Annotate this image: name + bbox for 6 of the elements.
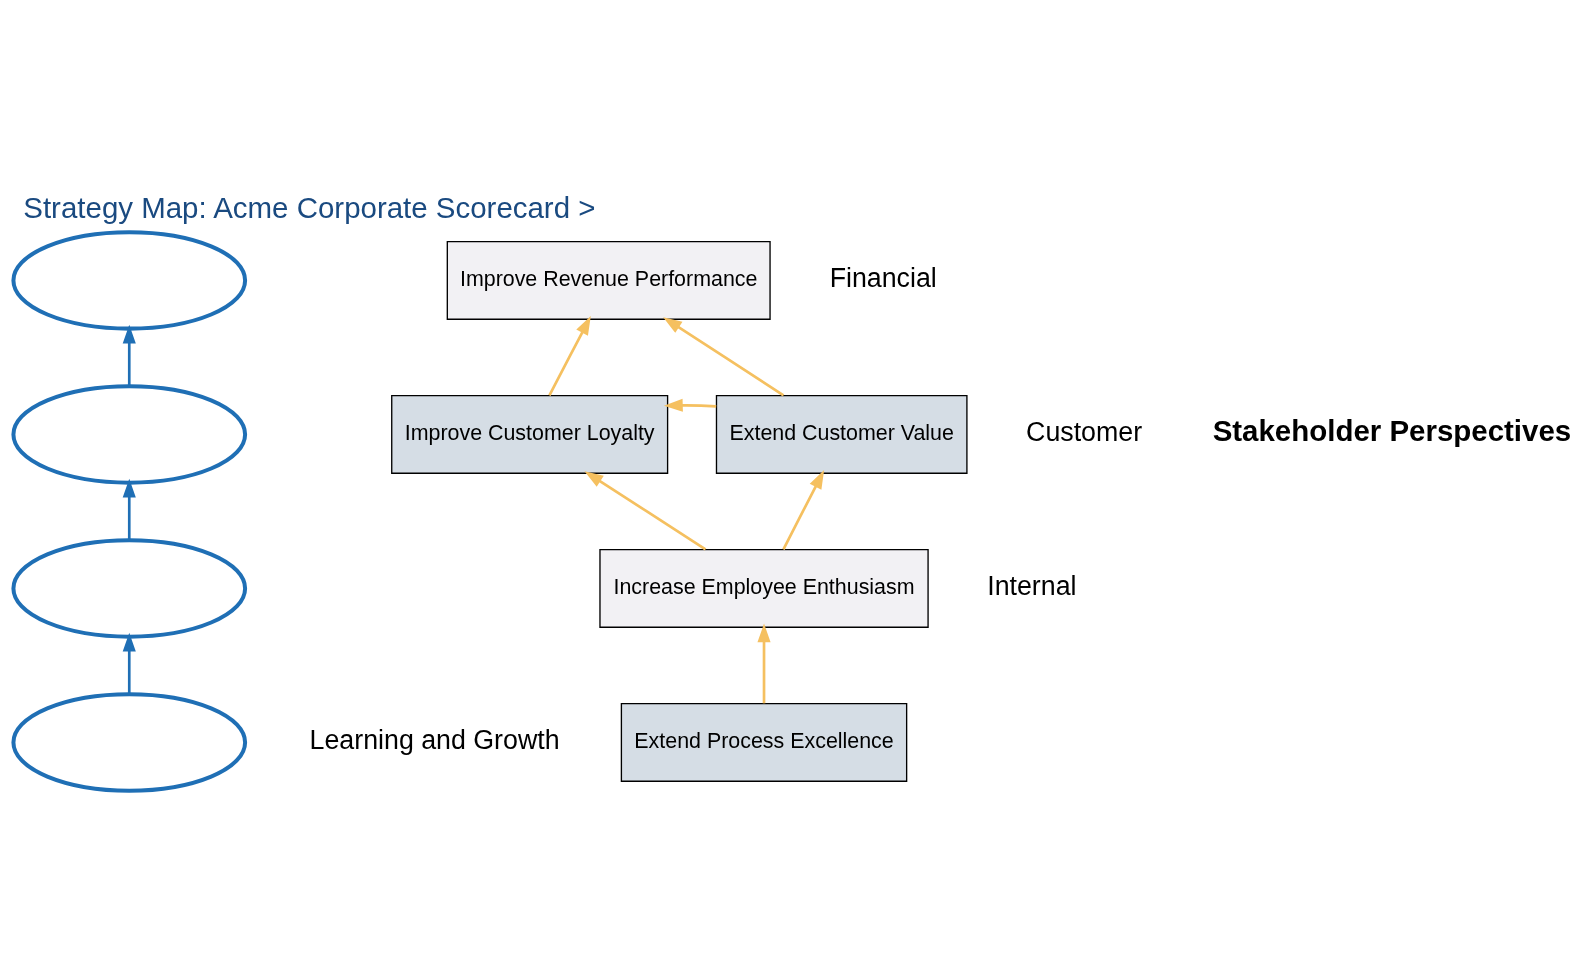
label: Financial <box>829 263 937 294</box>
label: Learning and Growth <box>309 725 560 756</box>
label: Stakeholder Perspectives <box>1212 413 1572 447</box>
label: Customer <box>1026 417 1143 448</box>
label: Internal <box>987 571 1077 602</box>
diagram-title: Strategy Map: Acme Corporate Scorecard > <box>23 191 596 225</box>
